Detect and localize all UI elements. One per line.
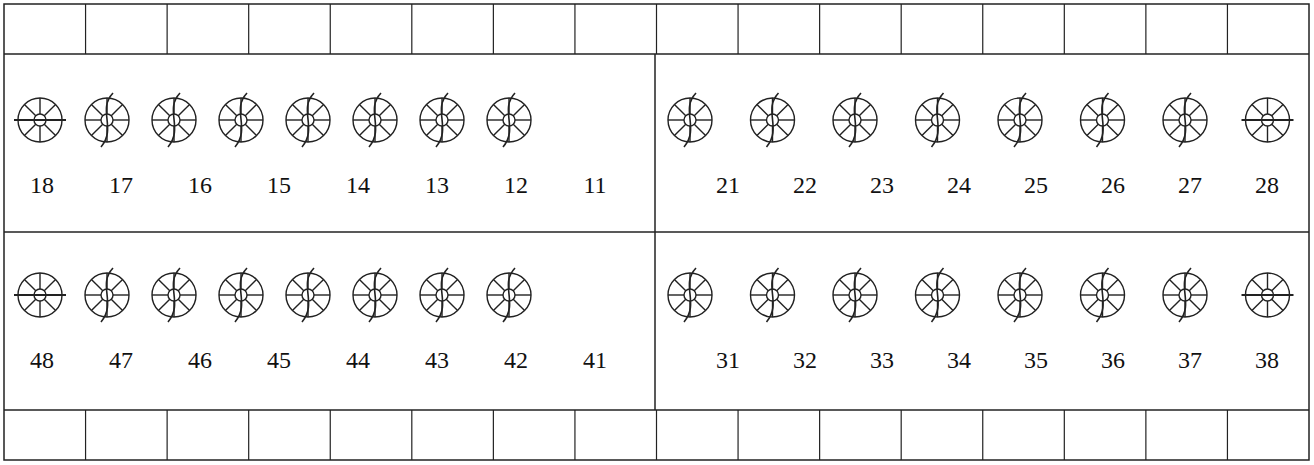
cell-line — [574, 410, 575, 460]
cell-line — [248, 4, 249, 54]
tooth-number: 17 — [109, 173, 133, 197]
tooth-symbol — [219, 268, 263, 322]
tooth-symbol — [833, 268, 877, 322]
cell-line — [167, 410, 168, 460]
tooth-number: 21 — [716, 173, 740, 197]
tooth-symbol — [1081, 93, 1125, 147]
tooth-symbol — [833, 93, 877, 147]
cell-line — [982, 410, 983, 460]
tooth-symbol — [14, 98, 66, 142]
tooth-number: 48 — [30, 348, 54, 372]
tooth-number: 15 — [267, 173, 291, 197]
cell-line — [819, 410, 820, 460]
midline — [654, 54, 656, 410]
cell-line — [85, 4, 86, 54]
tooth-symbol — [420, 268, 464, 322]
cell-line — [85, 410, 86, 460]
tooth-symbol — [85, 93, 129, 147]
tooth-symbol — [668, 93, 712, 147]
cell-line — [493, 410, 494, 460]
cell-line — [411, 4, 412, 54]
outer-frame — [4, 4, 1309, 460]
tooth-number: 23 — [870, 173, 894, 197]
cell-line — [656, 410, 657, 460]
tooth-number: 16 — [188, 173, 212, 197]
cell-line — [248, 410, 249, 460]
cell-line — [1064, 4, 1065, 54]
tooth-symbol — [1242, 273, 1294, 317]
tooth-number: 36 — [1101, 348, 1125, 372]
tooth-symbol — [1081, 268, 1125, 322]
cell-line — [1227, 410, 1228, 460]
cell-line — [737, 4, 738, 54]
tooth-number: 22 — [793, 173, 817, 197]
tooth-number: 28 — [1255, 173, 1279, 197]
cell-line — [330, 4, 331, 54]
row-line — [4, 231, 1309, 233]
tooth-number: 43 — [425, 348, 449, 372]
tooth-number: 26 — [1101, 173, 1125, 197]
tooth-number: 35 — [1024, 348, 1048, 372]
cell-line — [819, 4, 820, 54]
tooth-symbol — [152, 268, 196, 322]
tooth-number: 14 — [346, 173, 370, 197]
tooth-symbol — [1163, 268, 1207, 322]
tooth-number: 11 — [583, 173, 606, 197]
cell-line — [411, 410, 412, 460]
tooth-symbol — [85, 268, 129, 322]
tooth-symbol — [219, 93, 263, 147]
tooth-number: 13 — [425, 173, 449, 197]
tooth-number: 47 — [109, 348, 133, 372]
tooth-symbol — [1242, 98, 1294, 142]
cell-line — [1227, 4, 1228, 54]
tooth-symbol — [286, 268, 330, 322]
tooth-number: 37 — [1178, 348, 1202, 372]
tooth-symbol — [487, 93, 531, 147]
tooth-number: 18 — [30, 173, 54, 197]
cell-line — [167, 4, 168, 54]
tooth-number: 25 — [1024, 173, 1048, 197]
tooth-number: 33 — [870, 348, 894, 372]
cell-line — [982, 4, 983, 54]
cell-line — [1145, 4, 1146, 54]
tooth-symbol — [353, 268, 397, 322]
tooth-symbol — [487, 268, 531, 322]
cell-line — [574, 4, 575, 54]
tooth-number: 31 — [716, 348, 740, 372]
tooth-number: 12 — [504, 173, 528, 197]
tooth-number: 38 — [1255, 348, 1279, 372]
tooth-symbol — [916, 268, 960, 322]
tooth-symbol — [998, 268, 1042, 322]
cell-line — [737, 410, 738, 460]
tooth-symbol — [353, 93, 397, 147]
cell-line — [1064, 410, 1065, 460]
tooth-symbol — [420, 93, 464, 147]
tooth-symbol — [751, 93, 795, 147]
cell-line — [493, 4, 494, 54]
tooth-number: 46 — [188, 348, 212, 372]
tooth-symbol — [998, 93, 1042, 147]
tooth-number: 45 — [267, 348, 291, 372]
cell-line — [656, 4, 657, 54]
tooth-symbol — [668, 268, 712, 322]
tooth-symbol — [751, 268, 795, 322]
tooth-symbol — [916, 93, 960, 147]
cell-line — [1145, 410, 1146, 460]
cell-line — [901, 4, 902, 54]
tooth-number: 42 — [504, 348, 528, 372]
tooth-symbol — [1163, 93, 1207, 147]
cell-line — [330, 410, 331, 460]
tooth-number: 32 — [793, 348, 817, 372]
tooth-symbol — [286, 93, 330, 147]
tooth-number: 44 — [346, 348, 370, 372]
tooth-number: 24 — [947, 173, 971, 197]
tooth-number: 27 — [1178, 173, 1202, 197]
tooth-number: 34 — [947, 348, 971, 372]
tooth-symbol — [14, 273, 66, 317]
tooth-number: 41 — [583, 348, 607, 372]
cell-line — [901, 410, 902, 460]
tooth-symbol — [152, 93, 196, 147]
